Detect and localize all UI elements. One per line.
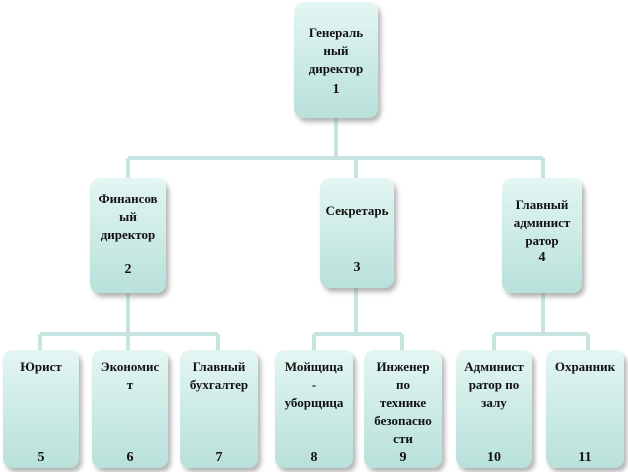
node-number: 1: [332, 82, 340, 97]
node-number: 6: [126, 450, 134, 465]
node-financial-director: Финансов ый директор 2: [90, 178, 166, 293]
node-cleaner: Мойщица - уборщица 8: [275, 350, 353, 468]
node-number: 11: [578, 450, 592, 465]
node-number: 10: [487, 450, 501, 465]
node-number: 9: [399, 450, 407, 465]
node-secretary: Секретарь 3: [320, 178, 394, 288]
node-chief-administrator: Главный админист ратор 4: [502, 178, 582, 293]
node-number: 5: [37, 450, 45, 465]
node-number: 8: [310, 450, 318, 465]
node-title: Главный админист ратор: [513, 197, 571, 248]
node-title: Генераль ный директор: [308, 25, 364, 76]
node-number: 3: [353, 260, 361, 275]
node-title: Главный бухгалтер: [189, 359, 249, 392]
node-number: 4: [538, 250, 546, 265]
node-title: Финансов ый директор: [98, 191, 158, 242]
node-title: Мойщица - уборщица: [284, 359, 344, 410]
node-lawyer: Юрист 5: [3, 350, 79, 468]
node-title: Экономис т: [100, 359, 160, 392]
node-security-guard: Охранник 11: [546, 350, 624, 468]
node-safety-engineer: Инженер по технике безопасно сти 9: [364, 350, 442, 468]
node-title: Охранник: [554, 359, 616, 374]
node-general-director: Генераль ный директор 1: [294, 2, 378, 118]
node-title: Админист ратор по залу: [464, 359, 524, 410]
node-title: Инженер по технике безопасно сти: [374, 359, 432, 446]
node-title: Секретарь: [325, 203, 389, 218]
node-hall-administrator: Админист ратор по залу 10: [456, 350, 532, 468]
node-economist: Экономис т 6: [92, 350, 168, 468]
node-title: Юрист: [20, 359, 62, 374]
node-number: 7: [215, 450, 223, 465]
node-chief-accountant: Главный бухгалтер 7: [180, 350, 258, 468]
node-number: 2: [124, 262, 132, 277]
